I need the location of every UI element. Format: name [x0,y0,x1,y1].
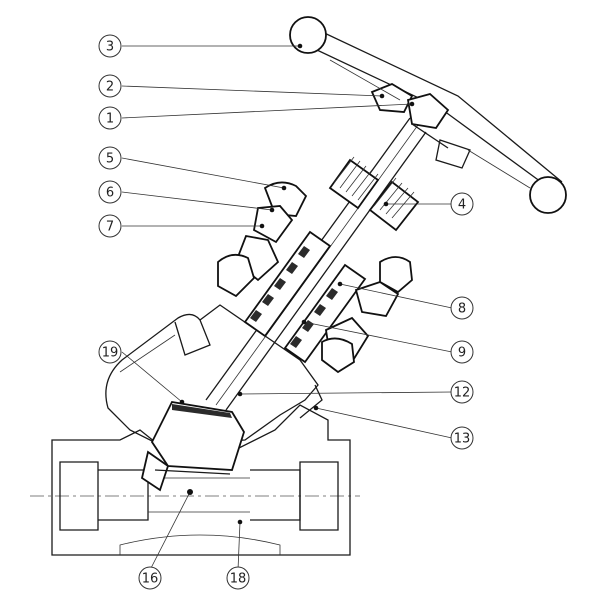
callout-7: 7 [98,214,122,238]
callout-9-label: 9 [458,346,466,361]
callout-12: 12 [450,380,474,404]
callout-2: 2 [98,74,122,98]
callout-16: 16 [138,566,162,590]
callout-4-label: 4 [458,198,466,213]
callout-9: 9 [450,340,474,364]
callout-3: 3 [98,34,122,58]
callout-4: 4 [450,192,474,216]
leader-dots [179,43,415,525]
callout-19: 19 [98,340,122,364]
bonnet [105,304,323,446]
callout-8-label: 8 [458,302,466,317]
gland-packing [243,230,367,364]
callout-1: 1 [98,106,122,130]
gland-bolt-right [321,256,413,374]
stem-thread-upper [328,156,420,232]
callout-13-label: 13 [454,432,471,447]
callout-16-label: 16 [142,572,159,587]
callout-1-label: 1 [106,112,114,127]
valve-body [51,404,351,556]
callout-12-label: 12 [454,386,471,401]
callout-5: 5 [98,146,122,170]
callout-3-label: 3 [106,40,114,55]
gland-bolt-left [217,181,308,298]
callout-19-label: 19 [102,346,119,361]
disc [140,401,245,492]
callout-6: 6 [98,180,122,204]
callout-6-label: 6 [106,186,114,201]
callout-5-label: 5 [106,152,114,167]
handwheel [289,16,567,214]
callout-18-label: 18 [230,572,247,587]
callout-8: 8 [450,296,474,320]
callout-18: 18 [226,566,250,590]
leader-lines [121,45,453,571]
callout-13: 13 [450,426,474,450]
callout-7-label: 7 [106,220,114,235]
callout-2-label: 2 [106,80,114,95]
